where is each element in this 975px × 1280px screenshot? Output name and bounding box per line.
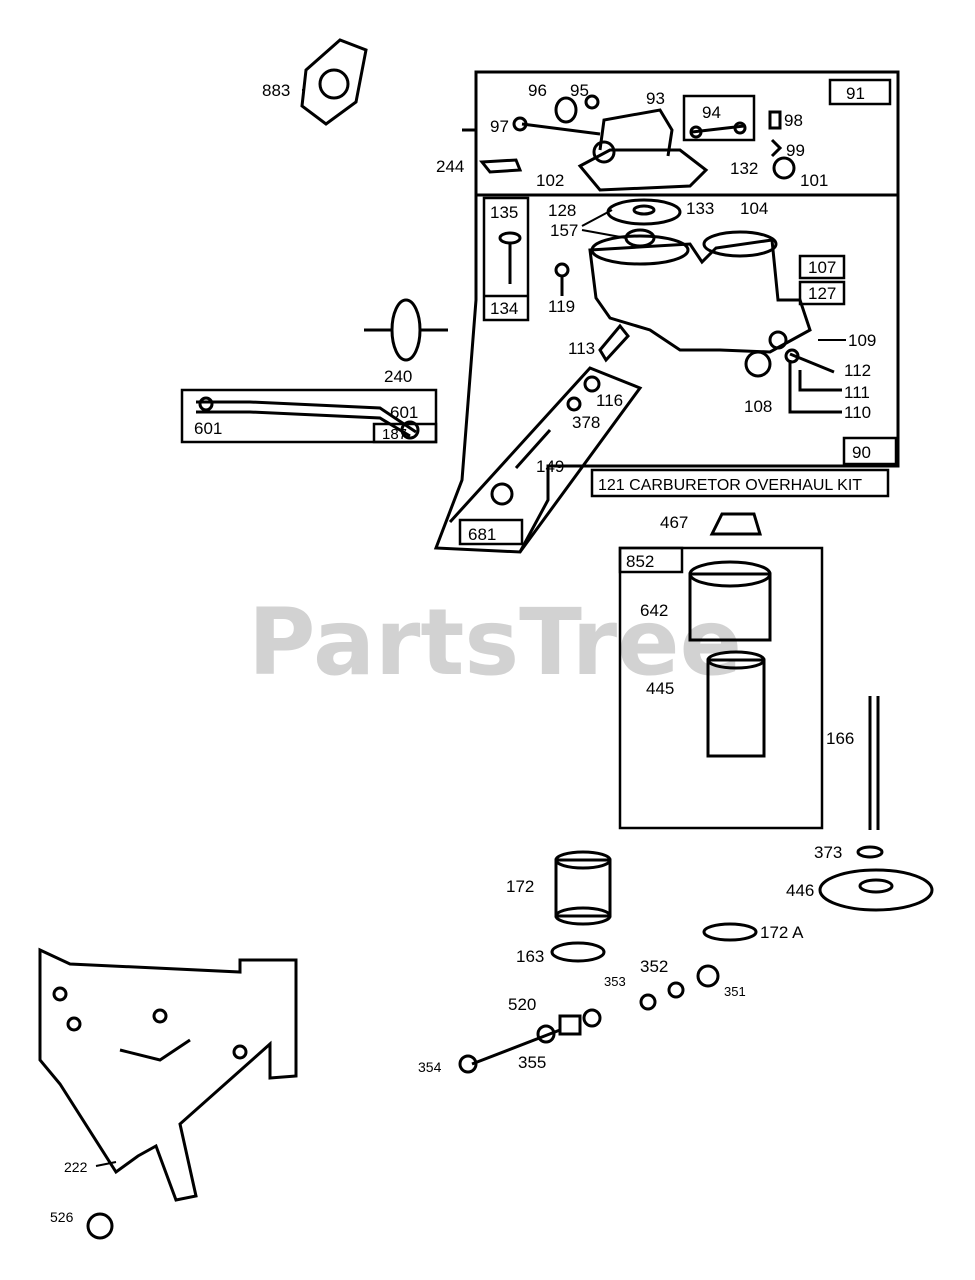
label-109: 109: [848, 331, 876, 350]
part-boxes: [180, 78, 898, 830]
gasket-883-shape: [300, 38, 368, 126]
kit-title: 121 CARBURETOR OVERHAUL KIT: [598, 477, 862, 494]
label-107: 107: [808, 258, 836, 277]
label-852: 852: [626, 552, 654, 571]
label-157: 157: [550, 221, 578, 240]
label-172: 172: [506, 877, 534, 896]
label-98: 98: [784, 111, 803, 130]
label-90: 90: [852, 443, 871, 462]
label-222: 222: [64, 1159, 88, 1175]
label-95: 95: [570, 81, 589, 100]
label-354: 354: [418, 1059, 442, 1075]
label-101: 101: [800, 171, 828, 190]
label-352: 352: [640, 957, 668, 976]
label-96: 96: [528, 81, 547, 100]
label-373: 373: [814, 843, 842, 862]
watermark: PartsTree: [248, 589, 742, 696]
label-445: 445: [646, 679, 674, 698]
label-133: 133: [686, 199, 714, 218]
label-166: 166: [826, 729, 854, 748]
label-601-right: 601: [390, 403, 418, 422]
label-172a: 172 A: [760, 923, 804, 942]
label-681: 681: [468, 525, 496, 544]
label-520: 520: [508, 995, 536, 1014]
label-240: 240: [384, 367, 412, 386]
label-467: 467: [660, 513, 688, 532]
label-526: 526: [50, 1209, 74, 1225]
label-91: 91: [846, 84, 865, 103]
label-378: 378: [572, 413, 600, 432]
label-135: 135: [490, 203, 518, 222]
label-351: 351: [724, 984, 746, 999]
label-353: 353: [604, 974, 626, 989]
label-244: 244: [436, 157, 464, 176]
label-111: 111: [844, 383, 870, 402]
label-187: 187: [382, 426, 407, 443]
label-108: 108: [744, 397, 772, 416]
label-149: 149: [536, 457, 564, 476]
carburetor-body-shape: [588, 238, 812, 354]
label-110: 110: [844, 403, 871, 422]
label-163: 163: [516, 947, 544, 966]
carburetor-group-frame: [433, 70, 900, 554]
label-642: 642: [640, 601, 668, 620]
leader-lines: [95, 89, 846, 1167]
label-97: 97: [490, 117, 509, 136]
label-355: 355: [518, 1053, 546, 1072]
label-128: 128: [548, 201, 576, 220]
label-94: 94: [702, 103, 721, 122]
bracket-222-shape: [38, 947, 298, 1202]
label-113: 113: [568, 339, 595, 358]
label-99: 99: [786, 141, 805, 160]
pre-cleaner-642-shape: [688, 572, 772, 642]
label-601-left: 601: [194, 419, 222, 438]
label-116: 116: [596, 391, 623, 410]
label-446: 446: [786, 881, 814, 900]
label-883: 883: [262, 81, 290, 100]
label-104: 104: [740, 199, 768, 218]
label-132: 132: [730, 159, 758, 178]
label-119: 119: [548, 297, 575, 316]
part-sketches: [38, 38, 934, 1240]
label-134: 134: [490, 299, 518, 318]
part-labels: 883 96 95 93 91 97 94 98 99 244 132 101 …: [50, 81, 876, 1225]
label-93: 93: [646, 89, 665, 108]
label-102: 102: [536, 171, 564, 190]
label-112: 112: [844, 361, 871, 380]
label-127: 127: [808, 284, 836, 303]
